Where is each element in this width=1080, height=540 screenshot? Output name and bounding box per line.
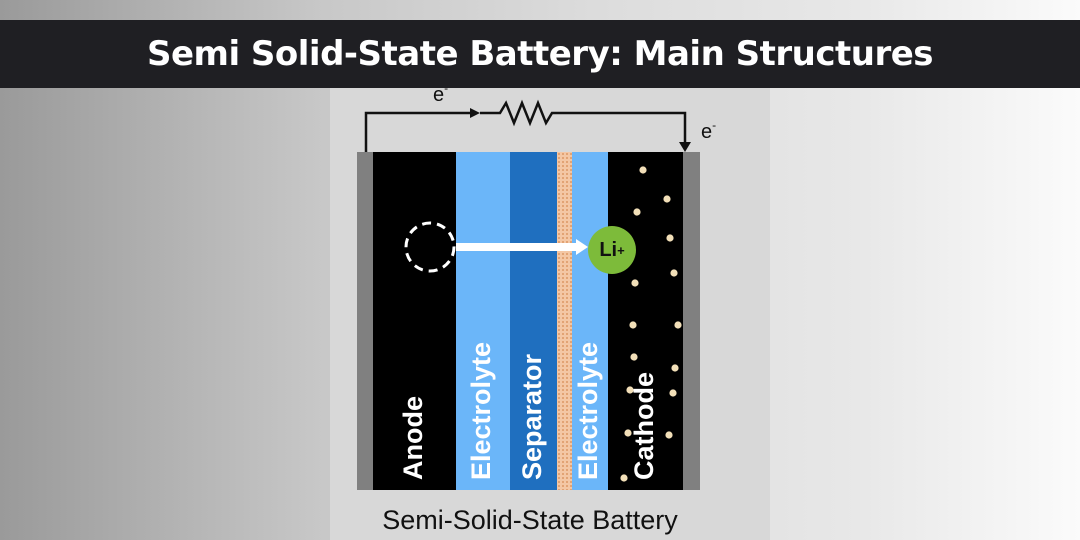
anode-current-collector [357,152,373,490]
cathode-particle [669,389,677,397]
cathode-particle [663,195,671,203]
cathode-particle [629,321,637,329]
electron-label-right: e- [701,118,716,143]
cathode-particle [631,279,639,287]
title-banner: Semi Solid-State Battery: Main Structure… [0,20,1080,88]
cathode-particle [626,386,634,394]
cathode-particle [633,208,641,216]
resistor-icon [480,99,687,145]
interface-layer [557,152,572,490]
lithium-ion-icon: Li+ [588,226,636,274]
cathode-particle [620,474,628,482]
cathode-particle [624,429,632,437]
diagram-caption: Semi-Solid-State Battery [382,505,678,535]
layer-anode: Anode [373,152,456,490]
arrow-right-icon [470,108,480,118]
cathode-particle [666,234,674,242]
vacancy-icon [404,221,456,273]
cathode-particle [670,269,678,277]
cathode-particle [674,321,682,329]
cathode-particles [620,166,682,482]
cathode-current-collector [683,152,700,490]
cathode-particle [671,364,679,372]
cathode-particle [630,353,638,361]
layer-electrolyte-left: Electrolyte [456,152,510,490]
layer-electrolyte-right: Electrolyte [572,152,608,490]
electron-label-top: e- [433,81,448,106]
arrow-down-icon [679,142,691,152]
ion-arrow-shaft [456,243,576,251]
arrow-right-icon [576,239,588,255]
page-title: Semi Solid-State Battery: Main Structure… [146,34,934,74]
cathode-particle [665,431,673,439]
layer-separator: Separator [510,152,557,490]
cathode-particle [639,166,647,174]
